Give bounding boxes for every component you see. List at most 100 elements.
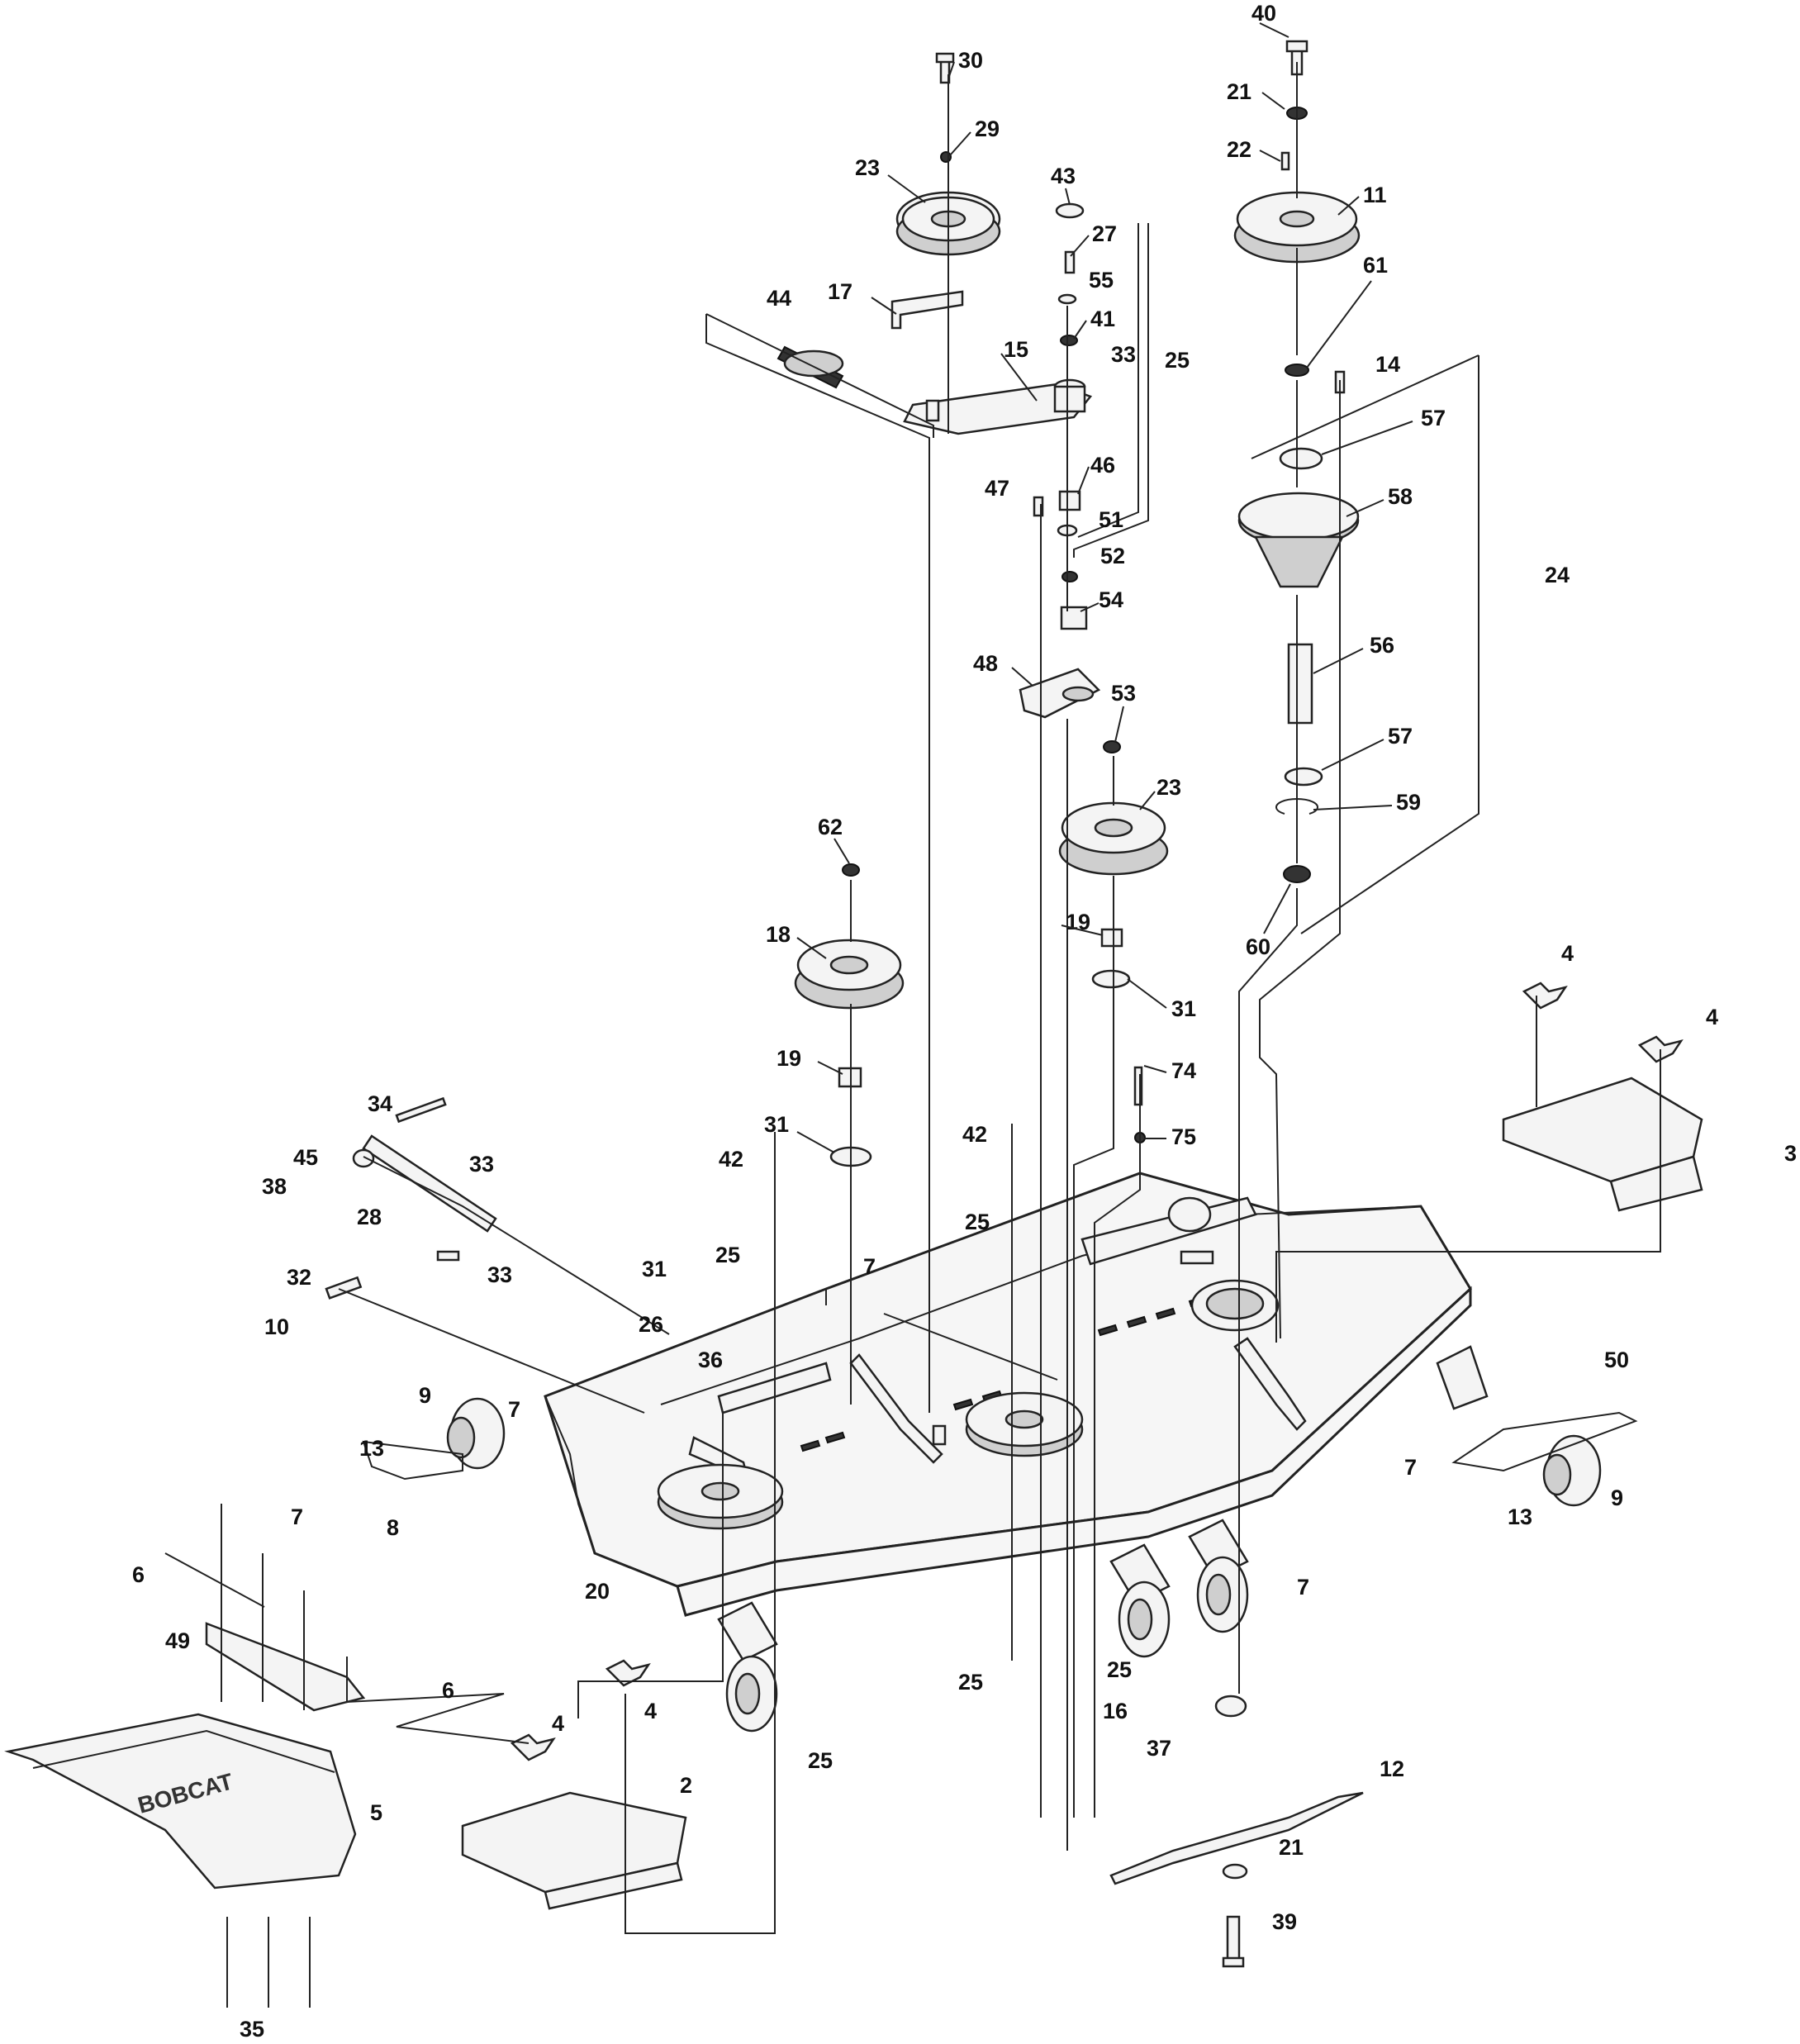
callout-7: 7 [291, 1504, 303, 1529]
callout-40: 40 [1251, 1, 1276, 26]
callout-28: 28 [357, 1205, 382, 1229]
gauge-wheel-left [446, 1397, 506, 1470]
callout-4: 4 [552, 1711, 564, 1736]
assembly-lines [164, 62, 1661, 2008]
callout-36: 36 [698, 1348, 723, 1372]
callout-50: 50 [1604, 1348, 1629, 1372]
callout-47: 47 [985, 476, 1009, 501]
callout-leaders [796, 22, 1413, 1153]
callout-20: 20 [585, 1579, 610, 1604]
chute-bracket [205, 1622, 366, 1712]
callout-44: 44 [767, 286, 791, 311]
callout-15: 15 [1004, 337, 1028, 362]
callout-33: 33 [487, 1262, 512, 1287]
callout-45: 45 [293, 1145, 318, 1170]
callout-3: 3 [1784, 1141, 1797, 1166]
callout-16: 16 [1103, 1699, 1128, 1723]
callout-4: 4 [644, 1699, 657, 1723]
callout-32: 32 [287, 1265, 311, 1290]
callout-5: 5 [370, 1800, 382, 1825]
callout-25: 25 [1165, 348, 1190, 373]
callout-34: 34 [368, 1091, 392, 1116]
callout-54: 54 [1099, 587, 1123, 612]
callout-57: 57 [1388, 724, 1413, 749]
callout-18: 18 [766, 922, 791, 947]
belt-shield-left [461, 1791, 687, 1910]
callout-52: 52 [1100, 544, 1125, 568]
callout-23: 23 [855, 155, 880, 180]
lift-linkage [325, 1096, 645, 1414]
deck-wheel-front-mid [1109, 1543, 1171, 1658]
callout-46: 46 [1090, 453, 1115, 478]
callout-57: 57 [1421, 406, 1446, 430]
callout-33: 33 [469, 1152, 494, 1176]
callout-25: 25 [715, 1243, 740, 1267]
callout-26: 26 [639, 1312, 663, 1337]
idler-pulley-left [794, 863, 1146, 1167]
callout-33: 33 [1111, 342, 1136, 367]
callout-62: 62 [818, 815, 843, 839]
callout-27: 27 [1092, 221, 1117, 246]
callout-25: 25 [965, 1210, 990, 1234]
belt-shield-right [1502, 1077, 1703, 1212]
callout-12: 12 [1380, 1756, 1404, 1781]
callout-19: 19 [1066, 910, 1090, 934]
knob-4-mid [605, 1659, 651, 1687]
callout-48: 48 [973, 651, 998, 676]
idler-arm-assembly [777, 52, 1093, 435]
callout-31: 31 [1171, 996, 1196, 1021]
discharge-chute: BOBCAT [4, 1713, 357, 1890]
callout-4: 4 [1706, 1005, 1718, 1029]
deck-wheel-front-right [1188, 1519, 1249, 1633]
deck-wheel-rear [1167, 1196, 1212, 1233]
deck-wheel-front-left [717, 1601, 778, 1733]
callout-60: 60 [1246, 934, 1270, 959]
callout-17: 17 [828, 279, 853, 304]
gauge-wheel-right [1436, 1345, 1602, 1507]
callout-56: 56 [1370, 633, 1394, 658]
callout-23: 23 [1156, 775, 1181, 800]
callout-6: 6 [442, 1678, 454, 1703]
callout-9: 9 [419, 1383, 431, 1408]
callout-37: 37 [1147, 1736, 1171, 1761]
knob-4-top [1522, 982, 1568, 1010]
callout-42: 42 [719, 1147, 743, 1172]
callout-6: 6 [132, 1562, 145, 1587]
callout-30: 30 [958, 48, 983, 73]
callout-21: 21 [1279, 1835, 1304, 1860]
callout-61: 61 [1363, 253, 1388, 278]
callout-14: 14 [1375, 352, 1400, 377]
callout-58: 58 [1388, 484, 1413, 509]
tensioner-stack [1019, 202, 1101, 719]
callout-10: 10 [264, 1314, 289, 1339]
callout-7: 7 [1404, 1455, 1417, 1480]
spindle-assembly [1214, 40, 1361, 1968]
callout-35: 35 [240, 2017, 264, 2042]
callout-39: 39 [1272, 1909, 1297, 1934]
callout-75: 75 [1171, 1124, 1196, 1149]
callout-25: 25 [808, 1748, 833, 1773]
callout-42: 42 [962, 1122, 987, 1147]
callout-21: 21 [1227, 79, 1251, 104]
callout-2: 2 [680, 1773, 692, 1798]
callout-11: 11 [1363, 183, 1387, 207]
callout-41: 41 [1090, 307, 1115, 331]
idler-pulley-right [1058, 740, 1169, 989]
callout-22: 22 [1227, 137, 1251, 162]
callout-13: 13 [1508, 1504, 1532, 1529]
callout-53: 53 [1111, 681, 1136, 706]
callout-31: 31 [642, 1257, 667, 1281]
callout-19: 19 [777, 1046, 801, 1071]
callout-59: 59 [1396, 790, 1421, 815]
callout-43: 43 [1051, 164, 1076, 188]
callout-labels: 40 21 22 11 61 14 57 58 24 56 57 59 60 3… [132, 1, 1797, 2042]
callout-38: 38 [262, 1174, 287, 1199]
callout-31: 31 [764, 1112, 789, 1137]
callout-13: 13 [359, 1436, 384, 1461]
callout-49: 49 [165, 1628, 190, 1653]
callout-29: 29 [975, 116, 1000, 141]
knob-4-left [510, 1733, 556, 1761]
callout-4: 4 [1561, 941, 1574, 966]
callout-51: 51 [1099, 507, 1123, 532]
callout-9: 9 [1611, 1485, 1623, 1510]
